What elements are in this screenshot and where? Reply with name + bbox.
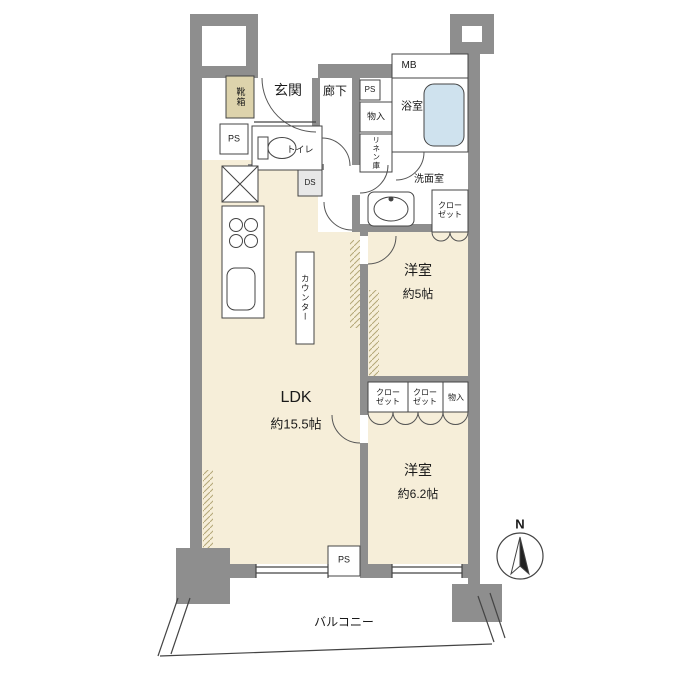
ldk-door-arc (323, 201, 353, 231)
pipe-space-top (359, 79, 381, 101)
compass-icon (496, 532, 544, 580)
balcony-outline (157, 592, 506, 657)
label-ldk-name: LDK (280, 389, 312, 406)
pipe-space-bottom (327, 545, 361, 577)
fixture-icons (221, 83, 465, 311)
label-bathroom: 浴室 (401, 100, 423, 113)
bedroom1-door-arc (367, 235, 397, 265)
label-hallway: 廊下 (322, 84, 348, 98)
toilet-icon (257, 136, 297, 160)
kitchen-counter (221, 205, 265, 319)
walls (176, 14, 502, 622)
hatch-bands (203, 240, 379, 564)
label-ps-top: PS (364, 85, 376, 94)
bedroom2-door-arc (331, 414, 361, 444)
label-shoe-box: 靴箱 (235, 87, 246, 107)
label-linen: リネン庫 (371, 136, 381, 170)
label-bedroom2-size: 約6.2帖 (397, 487, 439, 501)
label-ldk-size: 約15.5帖 (270, 416, 322, 432)
label-bedroom1-name: 洋室 (404, 262, 432, 278)
washbasin-icon (367, 191, 415, 227)
label-ds: DS (304, 178, 316, 187)
label-washroom: 洗面室 (414, 174, 444, 185)
label-closet-top: クローゼット (438, 200, 462, 219)
label-monoire-top: 物入 (366, 111, 386, 122)
closet-a-box (367, 381, 409, 413)
label-mb: MB (401, 60, 417, 71)
kitchen-sink-icon (226, 267, 256, 311)
meter-box (391, 53, 469, 79)
label-north: N (515, 516, 525, 532)
closet-b-box (407, 381, 444, 413)
closet-row-folding-doors (367, 411, 469, 425)
door-arcs (261, 77, 469, 444)
label-monoire-right: 物入 (448, 393, 464, 402)
linen-closet (359, 133, 393, 173)
washroom-door-arc (359, 164, 389, 194)
pipe-space-left (219, 123, 249, 155)
label-bedroom2-name: 洋室 (404, 462, 432, 478)
fridge-cross-icon (221, 165, 259, 203)
stove-icon (229, 218, 258, 248)
label-balcony: バルコニー (314, 615, 374, 629)
shoe-box (225, 75, 255, 119)
bathtub-icon (423, 83, 465, 147)
label-genkan: 玄関 (274, 82, 302, 98)
bedroom2-window (391, 564, 463, 578)
label-ps-bottom: PS (337, 554, 351, 565)
bathroom-door-arc (395, 151, 425, 181)
label-ps-left: PS (227, 133, 241, 144)
label-closet-a: クローゼット (376, 387, 400, 406)
label-closet-b: クローゼット (413, 387, 437, 406)
ldk-window (255, 564, 329, 578)
openings (157, 121, 506, 657)
entrance-door-arc (261, 77, 317, 133)
closet-top-folding-doors (431, 231, 469, 242)
storage-top (359, 101, 393, 133)
duct-space (297, 169, 323, 197)
label-toilet: トイレ (286, 144, 314, 155)
toilet-door-arc (321, 137, 351, 167)
label-bedroom1-size: 約5帖 (402, 287, 434, 301)
label-counter: カウンター (300, 274, 311, 322)
storage-right-box (442, 381, 469, 413)
counter-bar (295, 251, 315, 345)
